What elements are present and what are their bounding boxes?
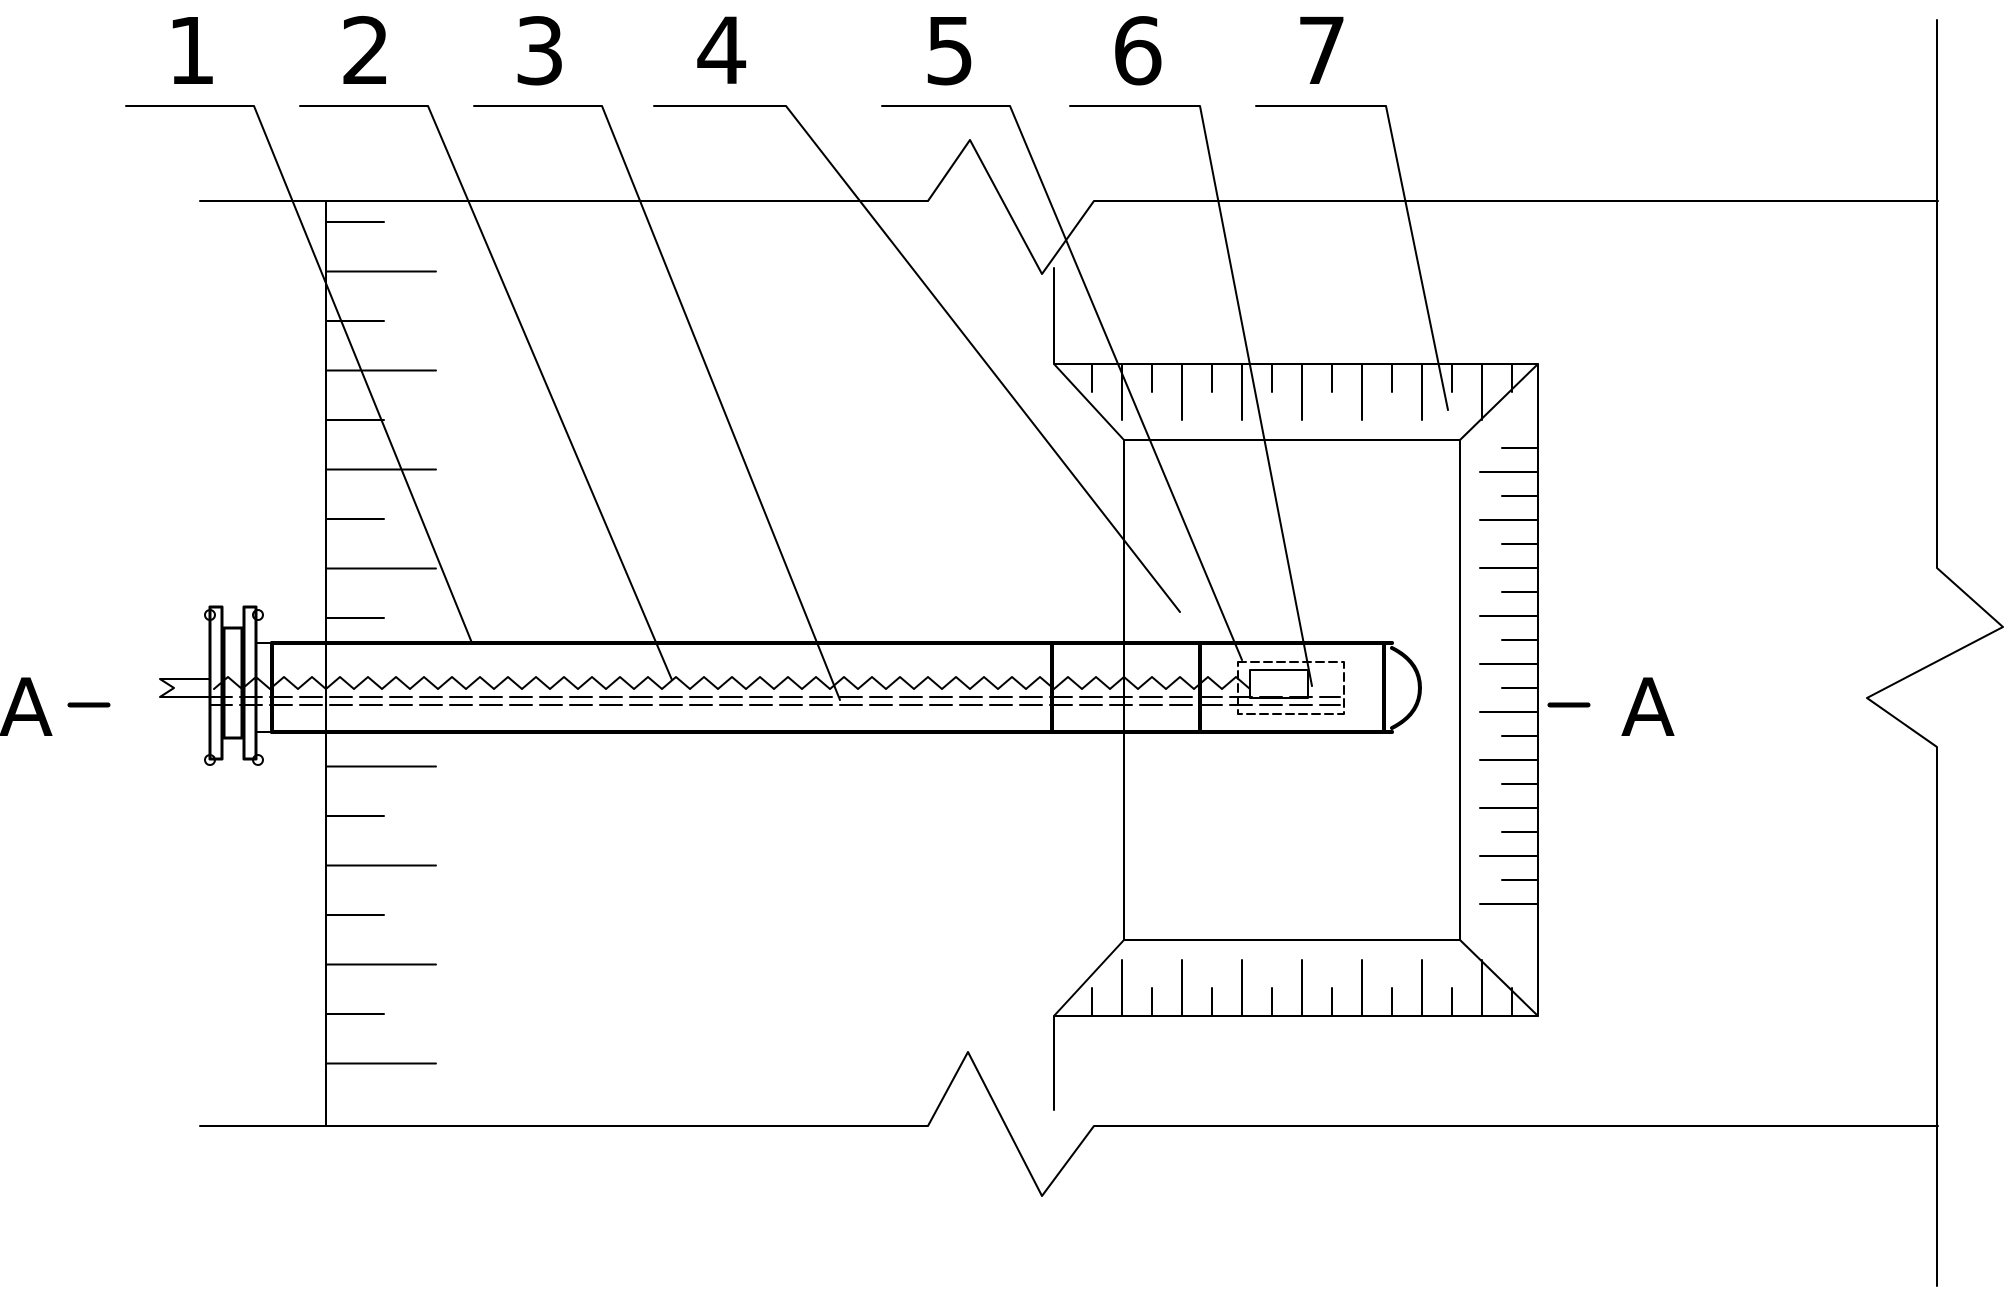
- pit-hatching: [1091, 363, 1539, 1017]
- section-label-left: A: [0, 662, 54, 755]
- callout-4: 4: [693, 0, 752, 106]
- leader-lines: [125, 105, 1449, 701]
- callout-6: 6: [1109, 0, 1168, 106]
- left-wall-hatching: [325, 221, 437, 1065]
- section-label-right: A: [1621, 662, 1676, 755]
- callout-2: 2: [337, 0, 396, 106]
- thread-teeth: [213, 676, 1251, 690]
- wall-outline: [199, 19, 2004, 1287]
- callout-5: 5: [921, 0, 980, 106]
- callout-7: 7: [1293, 0, 1352, 106]
- rod-assembly: [159, 605, 1422, 766]
- callout-1: 1: [163, 0, 222, 106]
- callout-3: 3: [511, 0, 570, 106]
- screw-thread: [213, 676, 1251, 690]
- callout-numbers: 1 2 3 4 5 6 7: [163, 0, 1352, 106]
- pit-outline: [1053, 267, 1539, 1111]
